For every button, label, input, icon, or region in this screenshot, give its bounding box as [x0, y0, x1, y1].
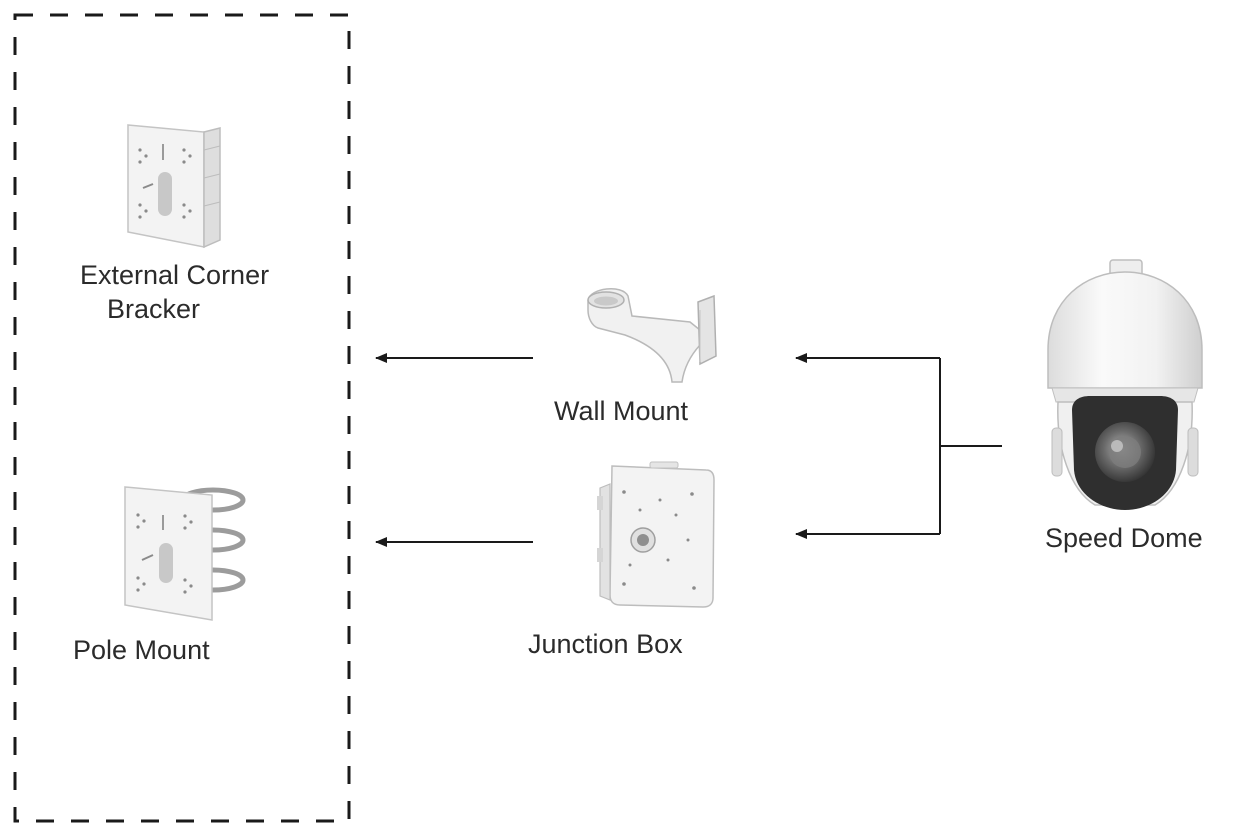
speed-dome-camera-icon [1047, 259, 1203, 510]
junction-box-label: Junction Box [528, 629, 683, 659]
external-corner-bracket-icon [127, 124, 221, 249]
external-corner-label: External Corner Bracker [80, 258, 269, 326]
accessory-group-box [13, 13, 351, 823]
external-corner-label-line2: Bracker [107, 294, 201, 324]
speed-dome-label: Speed Dome [1045, 523, 1203, 553]
wall-mount-label: Wall Mount [554, 396, 689, 426]
pole-mount-icon [124, 486, 246, 621]
external-corner-label-line1: External Corner [80, 260, 270, 290]
pole-mount-label: Pole Mount [73, 635, 210, 665]
connector-lines [375, 353, 1002, 547]
junction-box-icon [597, 461, 715, 608]
wall-mount-icon [587, 288, 717, 383]
